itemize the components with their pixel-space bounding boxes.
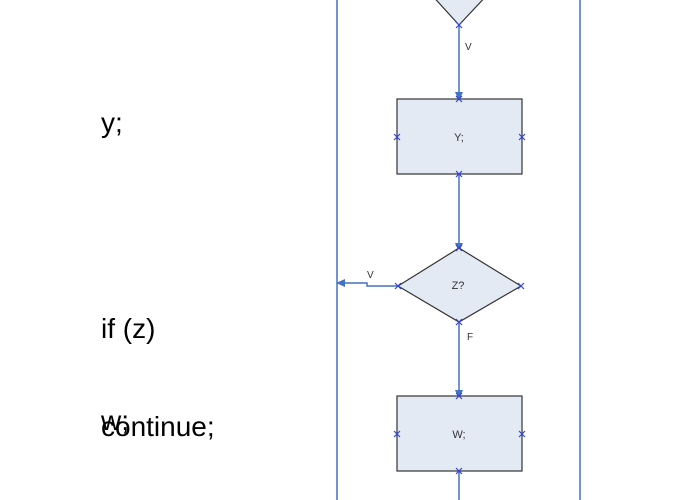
connection-point-marker — [455, 244, 463, 252]
edge-z-continue — [336, 279, 398, 287]
connection-point-marker — [393, 133, 401, 141]
connection-point-marker — [393, 430, 401, 438]
connection-point-marker — [518, 133, 526, 141]
connection-point-marker — [518, 430, 526, 438]
code-line-if-z: if (z) continue; — [101, 248, 215, 476]
code-if-z: if (z) — [101, 313, 156, 344]
code-line-w: w; — [101, 405, 129, 436]
connection-markers — [393, 21, 526, 475]
connection-point-marker — [517, 282, 525, 290]
decision-diamond-z-label: Z? — [452, 280, 465, 292]
edge-label-top-v: V — [465, 42, 472, 53]
code-line-y: y; — [101, 107, 123, 138]
connection-point-marker — [455, 21, 463, 29]
connection-point-marker — [455, 467, 463, 475]
process-box-w-label: W; — [452, 429, 465, 441]
process-box-y-label: Y; — [454, 132, 464, 144]
edge-label-left-v: V — [367, 270, 374, 281]
edge-label-bottom-f: F — [467, 332, 473, 343]
connection-point-marker — [394, 282, 402, 290]
connection-point-marker — [455, 170, 463, 178]
code-continue: continue; — [101, 411, 215, 442]
connection-point-marker — [455, 392, 463, 400]
connection-point-marker — [455, 95, 463, 103]
top-decision-diamond — [435, 0, 484, 26]
connection-point-marker — [455, 318, 463, 326]
